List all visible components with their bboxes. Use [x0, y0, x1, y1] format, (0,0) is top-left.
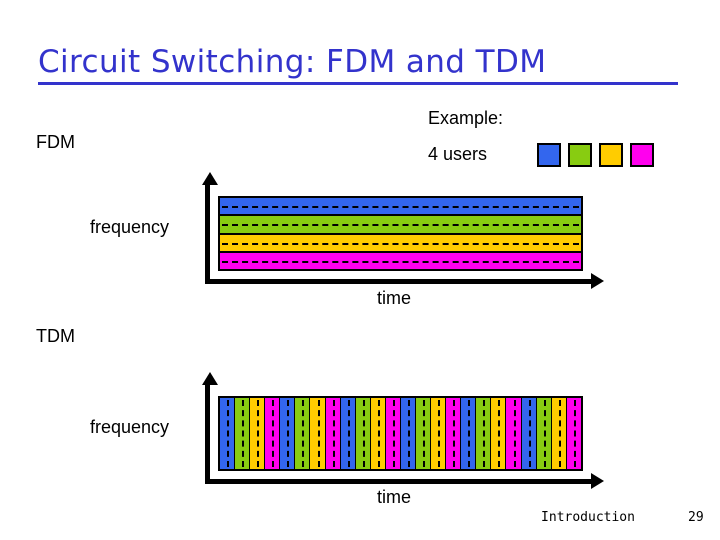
tdm-slot-centerline — [438, 400, 441, 467]
footer: Introduction 29 — [0, 510, 720, 532]
fdm-band-user-2 — [220, 216, 581, 235]
tdm-plot-area — [218, 396, 583, 471]
tdm-time-slot — [566, 398, 581, 469]
tdm-time-slot — [295, 398, 311, 469]
tdm-x-axis-arrow — [591, 473, 604, 489]
fdm-plot-area — [218, 196, 583, 271]
fdm-band-user-4 — [220, 252, 581, 269]
example-heading: Example: — [428, 108, 504, 128]
tdm-time-slot — [461, 398, 477, 469]
tdm-slot-centerline — [392, 400, 395, 467]
fdm-x-axis — [205, 279, 591, 284]
fdm-y-axis-arrow — [202, 172, 218, 185]
tdm-slot-centerline — [513, 400, 516, 467]
legend-swatch-user-2 — [568, 143, 592, 167]
tdm-time-slot — [250, 398, 266, 469]
tdm-slot-centerline — [302, 400, 305, 467]
tdm-time-slot — [310, 398, 326, 469]
fdm-chart — [202, 172, 610, 289]
tdm-slot-centerline — [543, 400, 546, 467]
tdm-time-slot — [385, 398, 401, 469]
tdm-slot-centerline — [257, 400, 260, 467]
tdm-time-slot — [506, 398, 522, 469]
tdm-time-slot — [551, 398, 567, 469]
tdm-y-axis — [205, 382, 210, 479]
tdm-time-slot — [355, 398, 371, 469]
tdm-slot-centerline — [362, 400, 365, 467]
tdm-time-slot — [521, 398, 537, 469]
tdm-time-slot — [431, 398, 447, 469]
fdm-section-label: FDM — [36, 132, 75, 152]
tdm-time-slot — [370, 398, 386, 469]
fdm-y-axis-label: frequency — [90, 217, 170, 237]
tdm-slot-centerline — [332, 400, 335, 467]
page-title: Circuit Switching: FDM and TDM — [38, 46, 678, 85]
tdm-time-slot — [491, 398, 507, 469]
tdm-chart — [202, 372, 610, 489]
tdm-slot-centerline — [242, 400, 245, 467]
tdm-time-slot — [400, 398, 417, 469]
fdm-band-centerline — [222, 224, 579, 227]
tdm-slot-centerline — [453, 400, 456, 467]
tdm-time-slot — [325, 398, 341, 469]
fdm-x-axis-label: time — [377, 288, 412, 308]
tdm-x-axis — [205, 479, 591, 484]
tdm-y-axis-arrow — [202, 372, 218, 385]
tdm-time-slot — [235, 398, 251, 469]
tdm-slot-centerline — [528, 400, 531, 467]
tdm-slot-centerline — [407, 400, 410, 467]
tdm-slot-centerline — [498, 400, 501, 467]
tdm-slot-centerline — [227, 400, 230, 467]
fdm-y-axis — [205, 182, 210, 279]
tdm-time-slot — [476, 398, 492, 469]
tdm-time-slot — [340, 398, 356, 469]
fdm-x-axis-arrow — [591, 273, 604, 289]
tdm-slot-centerline — [377, 400, 380, 467]
legend-swatch-user-1 — [537, 143, 561, 167]
fdm-band-centerline — [222, 242, 579, 245]
fdm-band-user-3 — [220, 234, 581, 253]
tdm-slot-centerline — [423, 400, 426, 467]
fdm-band-centerline — [222, 206, 579, 209]
tdm-y-axis-label: frequency — [90, 417, 170, 437]
tdm-x-axis-label: time — [377, 487, 412, 507]
tdm-slot-centerline — [483, 400, 486, 467]
tdm-section-label: TDM — [36, 326, 75, 346]
footer-section-label: Introduction — [541, 510, 635, 525]
tdm-slot-centerline — [573, 400, 576, 467]
tdm-time-slot — [220, 398, 236, 469]
fdm-band-centerline — [222, 260, 579, 263]
tdm-slot-centerline — [317, 400, 320, 467]
tdm-time-slot — [446, 398, 462, 469]
tdm-slot-centerline — [272, 400, 275, 467]
fdm-band-user-1 — [220, 198, 581, 217]
legend-swatch-user-4 — [630, 143, 654, 167]
footer-page-number: 29 — [688, 510, 704, 525]
tdm-slot-centerline — [287, 400, 290, 467]
tdm-time-slot — [536, 398, 552, 469]
tdm-time-slot — [416, 398, 432, 469]
legend — [537, 143, 654, 167]
tdm-slot-centerline — [558, 400, 561, 467]
tdm-time-slot — [265, 398, 281, 469]
tdm-slot-centerline — [468, 400, 471, 467]
example-user-count-label: 4 users — [428, 144, 488, 164]
tdm-time-slot — [280, 398, 296, 469]
legend-swatch-user-3 — [599, 143, 623, 167]
tdm-slot-centerline — [347, 400, 350, 467]
